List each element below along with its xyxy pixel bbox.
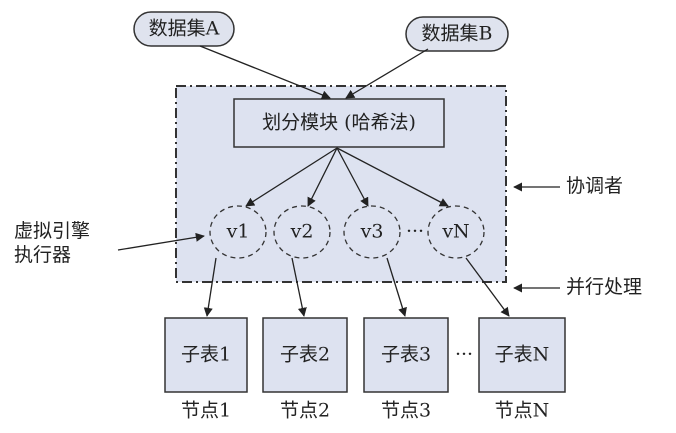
subtable-box-2 bbox=[262, 317, 348, 393]
vnode-v2 bbox=[273, 205, 331, 259]
arrow-to-vN bbox=[336, 147, 449, 207]
arrow-v2-subtable bbox=[291, 257, 307, 317]
subtable-box-N bbox=[478, 317, 566, 393]
subtable-label-N: 子表N bbox=[494, 343, 550, 366]
partition-module-label: 划分模块 (哈希法) bbox=[262, 111, 416, 134]
subtable-label-2: 子表2 bbox=[279, 343, 331, 366]
subtable-box-3 bbox=[363, 317, 449, 393]
arrow-to-v2 bbox=[307, 147, 338, 207]
arrow-v1-subtable bbox=[203, 257, 217, 317]
dataset-b-oval bbox=[405, 16, 509, 52]
subtable-label-3: 子表3 bbox=[380, 343, 432, 366]
vnode-label-vN: vN bbox=[442, 220, 470, 243]
dataset-a-oval bbox=[133, 11, 235, 47]
parallel-annotation: 并行处理 bbox=[566, 276, 643, 298]
node-label-2: 节点2 bbox=[279, 399, 331, 422]
subtable-ellipsis: ··· bbox=[454, 343, 474, 366]
vengine-annotation-line1: 虚拟引擎 bbox=[14, 220, 91, 242]
coordinator-annotation: 协调者 bbox=[566, 175, 624, 197]
dataset-b-label: 数据集B bbox=[421, 22, 493, 45]
vnode-label-v1: v1 bbox=[226, 220, 250, 243]
vnode-label-v2: v2 bbox=[290, 220, 314, 243]
vnode-vN bbox=[427, 205, 485, 259]
vnode-label-v3: v3 bbox=[360, 220, 384, 243]
subtable-box-1 bbox=[164, 317, 248, 393]
arrow-v3-subtable bbox=[386, 257, 407, 317]
node-label-1: 节点1 bbox=[180, 399, 232, 422]
node-label-N: 节点N bbox=[494, 399, 550, 422]
arrow-to-v1 bbox=[245, 147, 338, 207]
dataset-a-label: 数据集A bbox=[148, 17, 220, 40]
partition-module-box bbox=[233, 98, 445, 148]
arrow-to-v3 bbox=[336, 147, 369, 207]
arrow-dataset-b bbox=[345, 48, 429, 99]
arrow-vN-subtable bbox=[465, 257, 510, 317]
vengine-annotation-line2: 执行器 bbox=[14, 244, 72, 266]
arrow-dataset-a bbox=[199, 45, 331, 100]
vnode-ellipsis: ··· bbox=[405, 220, 425, 243]
vnode-v1 bbox=[209, 205, 267, 259]
subtable-label-1: 子表1 bbox=[180, 343, 232, 366]
node-label-3: 节点3 bbox=[380, 399, 432, 422]
vnode-v3 bbox=[343, 205, 401, 259]
arrow-vengine bbox=[117, 232, 205, 251]
